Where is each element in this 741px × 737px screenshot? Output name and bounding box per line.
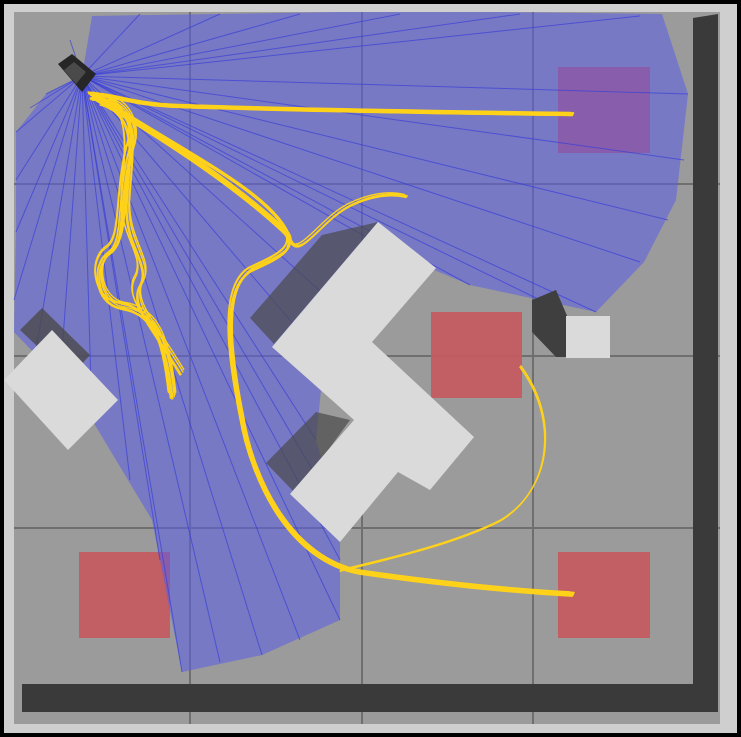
sensor-ray [81,75,131,481]
sensor-ray [81,75,597,313]
trajectory-path [339,366,546,572]
robot-icon [58,54,96,92]
wall-bottom [22,684,718,712]
sensor-ray [13,75,83,301]
trajectory-path [100,103,182,376]
sensor-ray [81,75,183,673]
wall-right [693,14,718,712]
sensor-ray [81,75,93,421]
sensor-ray [81,75,301,641]
obstacle-block [566,316,610,358]
robot-trajectories [87,91,575,597]
target-zone [431,312,522,398]
trajectory-path [102,101,184,373]
obstacle-shadow [532,290,568,357]
sensor-ray [81,13,301,77]
sensor-ray [35,75,83,351]
sensor-ray [81,13,221,77]
arena-walls [22,14,718,712]
sensor-ray [81,75,317,441]
trajectory-path [92,93,575,114]
sensor-ray [15,75,83,233]
trajectory-path [340,365,547,571]
sensor-ray [81,75,331,501]
sensor-ray [81,75,689,95]
target-zone [79,552,170,638]
sensor-ray [81,13,401,77]
trajectory-path [119,110,407,248]
trajectory-path [92,95,574,116]
trajectory-path [94,96,177,368]
obstacle-shadow [266,412,350,494]
obstacle-block [272,222,474,542]
trajectory-path [90,97,572,597]
sensor-ray [15,75,83,181]
trajectory-path [93,93,575,594]
trajectory-path [89,93,571,594]
obstacle-shadow [250,222,378,344]
sensor-ray [15,75,83,133]
sensor-ray [81,13,521,77]
sensor-ray [81,75,161,561]
sensor-ray [81,15,641,77]
obstacle-block [4,330,118,450]
sensor-ray [81,13,141,77]
sensor-ray [81,75,685,161]
sensor-ray [81,75,541,301]
sensor-ray [81,75,397,255]
sensor-coverage [14,12,688,672]
obstacles [4,222,610,542]
trajectory-path [103,98,185,371]
trajectory-path [120,109,408,247]
sensor-ray [81,75,221,663]
sensor-ray [81,75,669,221]
